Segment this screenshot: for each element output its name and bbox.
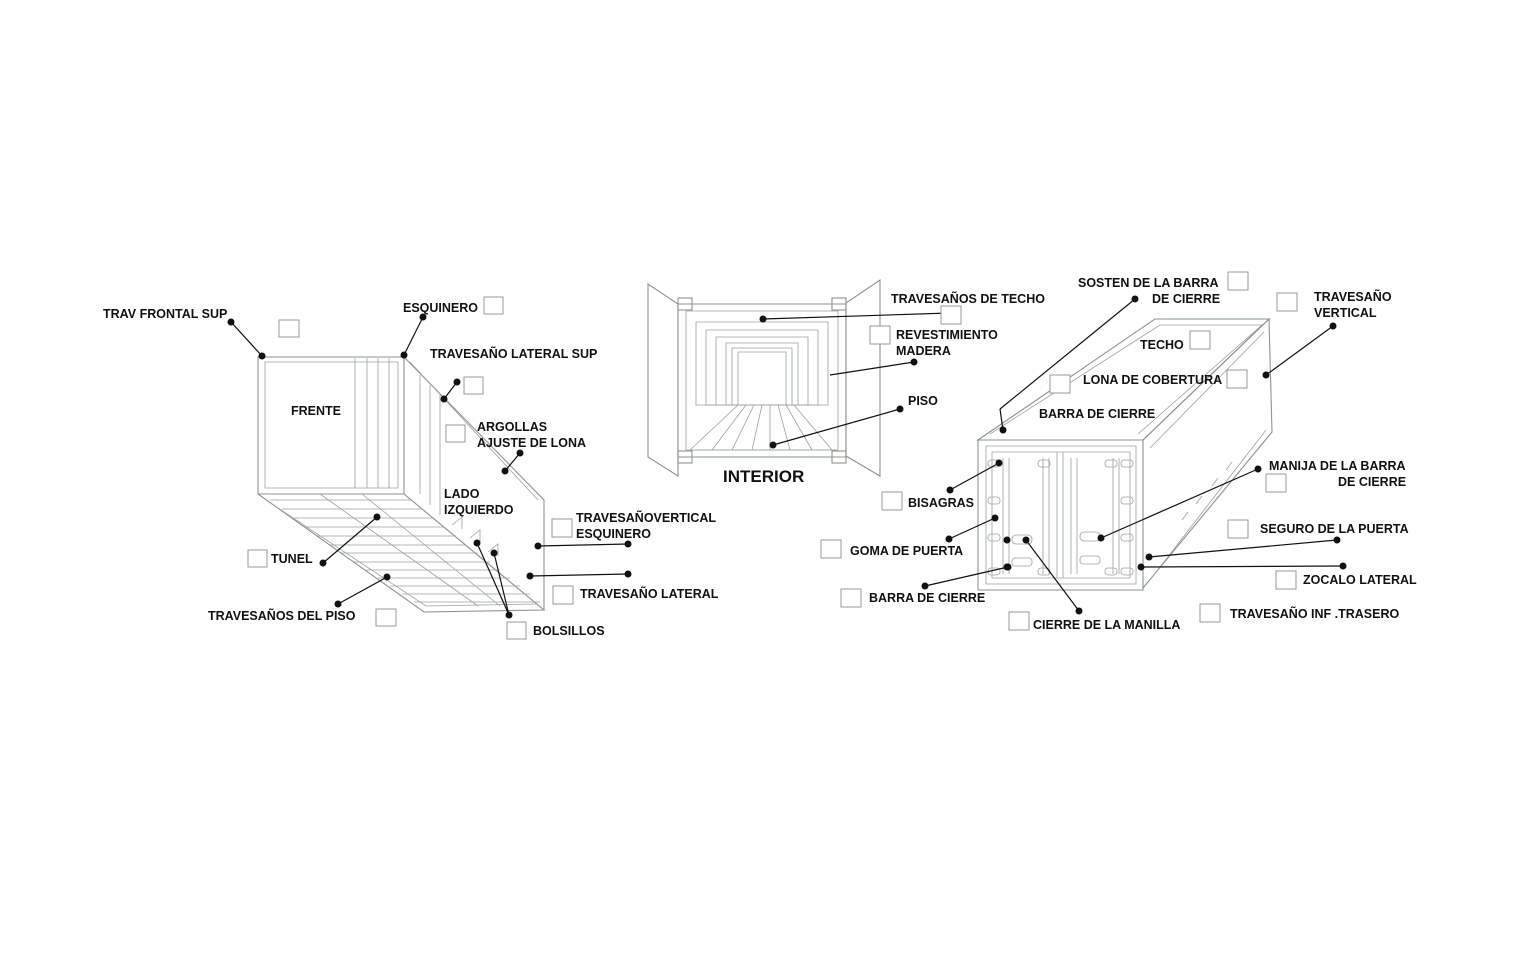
- label-argollas: ARGOLLAS: [477, 420, 547, 434]
- left-checkboxes: [247, 296, 574, 640]
- checkbox[interactable]: [483, 296, 504, 315]
- checkbox[interactable]: [375, 608, 397, 627]
- label-travesano-vertical-right: TRAVESAÑO: [1314, 289, 1392, 304]
- label-sosten-de-cierre: DE CIERRE: [1152, 292, 1220, 306]
- label-piso: PISO: [908, 394, 938, 408]
- interior-labels: TRAVESAÑOS DE TECHO REVESTIMIENTO MADERA…: [723, 291, 1045, 486]
- label-tunel: TUNEL: [271, 552, 313, 566]
- checkbox[interactable]: [278, 319, 300, 338]
- label-bolsillos: BOLSILLOS: [533, 624, 605, 638]
- checkbox[interactable]: [940, 305, 962, 325]
- label-bisagras: BISAGRAS: [908, 496, 974, 510]
- label-travesanos-de-techo: TRAVESAÑOS DE TECHO: [891, 291, 1045, 306]
- checkbox[interactable]: [1049, 374, 1071, 394]
- checkbox[interactable]: [840, 588, 862, 608]
- checkbox[interactable]: [1189, 330, 1211, 350]
- label-lado: LADO: [444, 487, 480, 501]
- interior-title: INTERIOR: [723, 467, 804, 486]
- label-izquierdo: IZQUIERDO: [444, 503, 514, 517]
- label-esquinero: ESQUINERO: [403, 301, 478, 315]
- right-checkboxes: [820, 271, 1298, 631]
- label-ajuste-de-lona: AJUSTE DE LONA: [477, 436, 586, 450]
- label-goma-de-puerta: GOMA DE PUERTA: [850, 544, 963, 558]
- left-leaders: [227, 313, 632, 619]
- label-barra-de-cierre-top: BARRA DE CIERRE: [1039, 407, 1155, 421]
- right-labels: SOSTEN DE LA BARRA DE CIERRE TRAVESAÑO V…: [850, 276, 1417, 632]
- checkbox[interactable]: [552, 585, 574, 605]
- checkbox[interactable]: [1227, 271, 1249, 291]
- label-barra-de-cierre: BARRA DE CIERRE: [869, 591, 985, 605]
- left-container-view: [257, 356, 546, 613]
- checkbox[interactable]: [506, 621, 527, 640]
- label-madera: MADERA: [896, 344, 951, 358]
- checkbox[interactable]: [1276, 292, 1298, 312]
- label-travesano-lateral-sup: TRAVESAÑO LATERAL SUP: [430, 346, 597, 361]
- label-manija-de-cierre: DE CIERRE: [1338, 475, 1406, 489]
- checkbox[interactable]: [820, 539, 842, 559]
- checkbox[interactable]: [1227, 519, 1249, 539]
- checkbox[interactable]: [1265, 473, 1287, 493]
- interior-view: [647, 278, 881, 477]
- right-leaders: [921, 295, 1347, 615]
- checkbox[interactable]: [881, 491, 903, 511]
- label-travesano-inf-trasero: TRAVESAÑO INF .TRASERO: [1230, 606, 1399, 621]
- label-zocalo-lateral: ZOCALO LATERAL: [1303, 573, 1417, 587]
- label-travesanos-del-piso: TRAVESAÑOS DEL PISO: [208, 608, 356, 623]
- label-esquinero-vertical: ESQUINERO: [576, 527, 651, 541]
- label-trav-frontal-sup: TRAV FRONTAL SUP: [103, 307, 227, 321]
- label-sosten-de-la-barra: SOSTEN DE LA BARRA: [1078, 276, 1219, 290]
- checkbox[interactable]: [869, 325, 891, 345]
- checkbox[interactable]: [1199, 603, 1221, 623]
- right-container-view: [976, 317, 1273, 591]
- checkbox[interactable]: [445, 424, 466, 443]
- label-revestimiento: REVESTIMIENTO: [896, 328, 998, 342]
- label-vertical-right: VERTICAL: [1314, 306, 1377, 320]
- label-techo: TECHO: [1140, 338, 1184, 352]
- checkbox[interactable]: [1226, 369, 1248, 389]
- label-cierre-de-la-manilla: CIERRE DE LA MANILLA: [1033, 618, 1180, 632]
- label-manija-de-la-barra: MANIJA DE LA BARRA: [1269, 459, 1406, 473]
- label-travesano-vertical: TRAVESAÑOVERTICAL: [576, 510, 716, 525]
- checkbox[interactable]: [247, 549, 268, 568]
- checkbox[interactable]: [463, 376, 484, 395]
- label-lona-de-cobertura: LONA DE COBERTURA: [1083, 373, 1222, 387]
- interior-checkboxes: [869, 305, 962, 345]
- label-frente: FRENTE: [291, 404, 341, 418]
- label-seguro-de-la-puerta: SEGURO DE LA PUERTA: [1260, 522, 1409, 536]
- checkbox[interactable]: [551, 518, 573, 538]
- checkbox[interactable]: [1008, 611, 1030, 631]
- left-labels: TRAV FRONTAL SUP ESQUINERO TRAVESAÑO LAT…: [103, 301, 719, 638]
- label-travesano-lateral: TRAVESAÑO LATERAL: [580, 586, 719, 601]
- checkbox[interactable]: [1275, 570, 1297, 590]
